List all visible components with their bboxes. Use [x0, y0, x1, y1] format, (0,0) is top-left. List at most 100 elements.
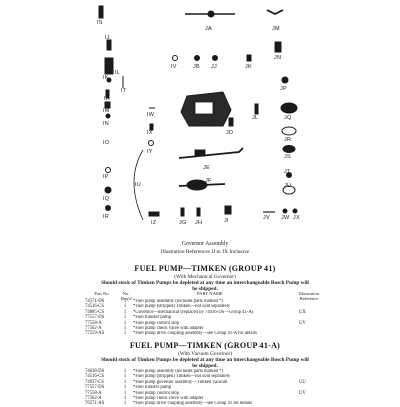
part-jq — [280, 102, 298, 114]
part-number-cell: 74885-CS — [85, 309, 105, 315]
part-name-cell: *Fuel pump control stop — [133, 390, 179, 396]
label-jj: JJ — [211, 64, 217, 70]
label-is: IS — [97, 20, 103, 26]
part-jg — [180, 207, 185, 217]
section-subtitle-group-41a: (With Vacuum Governor) — [177, 351, 233, 357]
part-in — [105, 113, 111, 119]
part-jw — [282, 208, 288, 214]
label-it: IT — [121, 88, 127, 94]
label-ju: JU — [284, 183, 292, 189]
part-name-cell: *Governor—mechanical (replaced by 74936-… — [133, 309, 254, 315]
label-jd: JD — [226, 130, 234, 136]
label-in: IN — [103, 121, 109, 127]
part-ji — [224, 205, 232, 215]
label-iu: IU — [135, 182, 141, 188]
part-je-lever — [194, 149, 206, 157]
part-jn — [274, 41, 282, 53]
label-iw: IW — [147, 112, 155, 118]
part-name-cell: *Fuel pump check valve with adapter — [133, 325, 204, 331]
part-number-cell: 77562-A — [85, 325, 102, 331]
label-jn: JN — [274, 55, 282, 61]
quantity-cell: 1 — [123, 374, 127, 380]
illustration-ref-cell: UX — [299, 309, 306, 315]
label-je: JE — [203, 165, 210, 171]
part-number-cell: 77559-AS — [85, 331, 105, 337]
label-jf: JF — [205, 178, 212, 184]
section-note-group-41: Should stock of Timken Pumps be depleted… — [101, 280, 309, 293]
quantity-cell: 1 — [123, 331, 127, 337]
label-ik: IK — [103, 75, 109, 81]
part-number-cell: 74571-DS — [85, 299, 105, 304]
label-jm: JM — [272, 26, 280, 32]
part-name-cell: *Fuel pump assembly (includes parts mark… — [133, 299, 224, 304]
part-name-cell: *Fuel pump drive coupling assembly—see G… — [133, 331, 257, 337]
part-jm — [266, 9, 284, 16]
label-iz: IZ — [151, 220, 157, 226]
label-js: JS — [284, 154, 291, 160]
label-jt: JT — [284, 169, 291, 175]
catalog-page: IS JA JM IJ JN IK IL IT IV JB JJ JK JP I… — [85, 0, 325, 406]
table-row: 74638-DS 1 *Fuel pump assembly (includes p… — [85, 369, 325, 374]
section-title-group-41: FUEL PUMP—TIMKEN (GROUP 41) — [134, 264, 276, 273]
label-jr: JR — [284, 137, 292, 143]
label-il: IL — [115, 70, 120, 76]
part-number-cell: 77558-A — [85, 390, 102, 396]
part-name-cell: *Fuel pump check valve with adapter — [133, 395, 204, 401]
part-jp — [281, 76, 289, 84]
quantity-cell: 1 — [123, 395, 127, 401]
part-number-cell: 74638-DS — [85, 369, 105, 374]
part-iu — [133, 149, 144, 221]
part-name-cell: *Fuel pump control stop — [133, 320, 179, 326]
part-name-cell: *Fuel pump (stripped) Timken—not sold se… — [133, 374, 231, 380]
figure-caption-title: Governor Assembly — [181, 241, 229, 247]
part-iz — [148, 211, 160, 217]
part-je — [178, 147, 244, 159]
part-jt — [286, 172, 292, 178]
part-jb — [194, 55, 200, 61]
parts-table-group-41a: 74638-DS 1 *Fuel pump assembly (includes p… — [85, 369, 325, 407]
label-jw: JW — [281, 215, 290, 221]
label-jl: JL — [252, 115, 259, 121]
part-jd — [228, 117, 234, 127]
quantity-cell: 1 — [123, 304, 127, 310]
header-illustration-ref: Illustration Reference — [298, 291, 320, 301]
label-jk: JK — [245, 64, 252, 70]
table-row: 74571-DS 1 *Fuel pump assembly (includes p… — [85, 299, 325, 304]
label-iq: IQ — [103, 196, 110, 202]
quantity-cell: 1 — [123, 299, 127, 304]
quantity-cell: 1 — [123, 390, 127, 396]
part-ik — [104, 57, 114, 75]
quantity-cell: 1 — [123, 315, 127, 321]
label-ih: IH — [104, 96, 110, 102]
part-ix — [149, 123, 154, 131]
label-ir: IR — [103, 214, 109, 220]
label-io: IO — [103, 140, 110, 146]
table-row: 77562-A 1 *Fuel pump check valve with adap… — [85, 326, 325, 331]
quantity-cell: 1 — [123, 369, 127, 374]
part-iq — [104, 186, 112, 194]
part-name-cell: *Fuel pump drive coupling assembly—see G… — [133, 401, 253, 407]
label-jp: JP — [280, 86, 287, 92]
table-row: 77559-AS 1 *Fuel pump drive coupling assem… — [85, 331, 325, 336]
part-jk — [246, 54, 252, 62]
label-ij: IJ — [105, 35, 110, 41]
quantity-cell: 1 — [123, 325, 127, 331]
part-number-cell: 74516-CS — [85, 304, 105, 310]
part-iy — [148, 140, 154, 146]
section-subtitle-group-41: (With Mechanical Governor) — [174, 274, 236, 280]
part-number-cell: 77557-DS — [85, 315, 105, 321]
label-ja: JA — [205, 26, 212, 32]
part-is — [98, 5, 104, 19]
part-number-cell: 77557-DS — [85, 385, 105, 391]
header-part-no: Part No. — [94, 291, 110, 296]
part-js — [282, 145, 296, 153]
label-jq: JQ — [284, 115, 292, 121]
label-ji: JI — [224, 218, 229, 224]
label-jv: JV — [263, 215, 270, 221]
part-name-cell: *Fuel pump assembly (includes parts mark… — [133, 369, 224, 374]
